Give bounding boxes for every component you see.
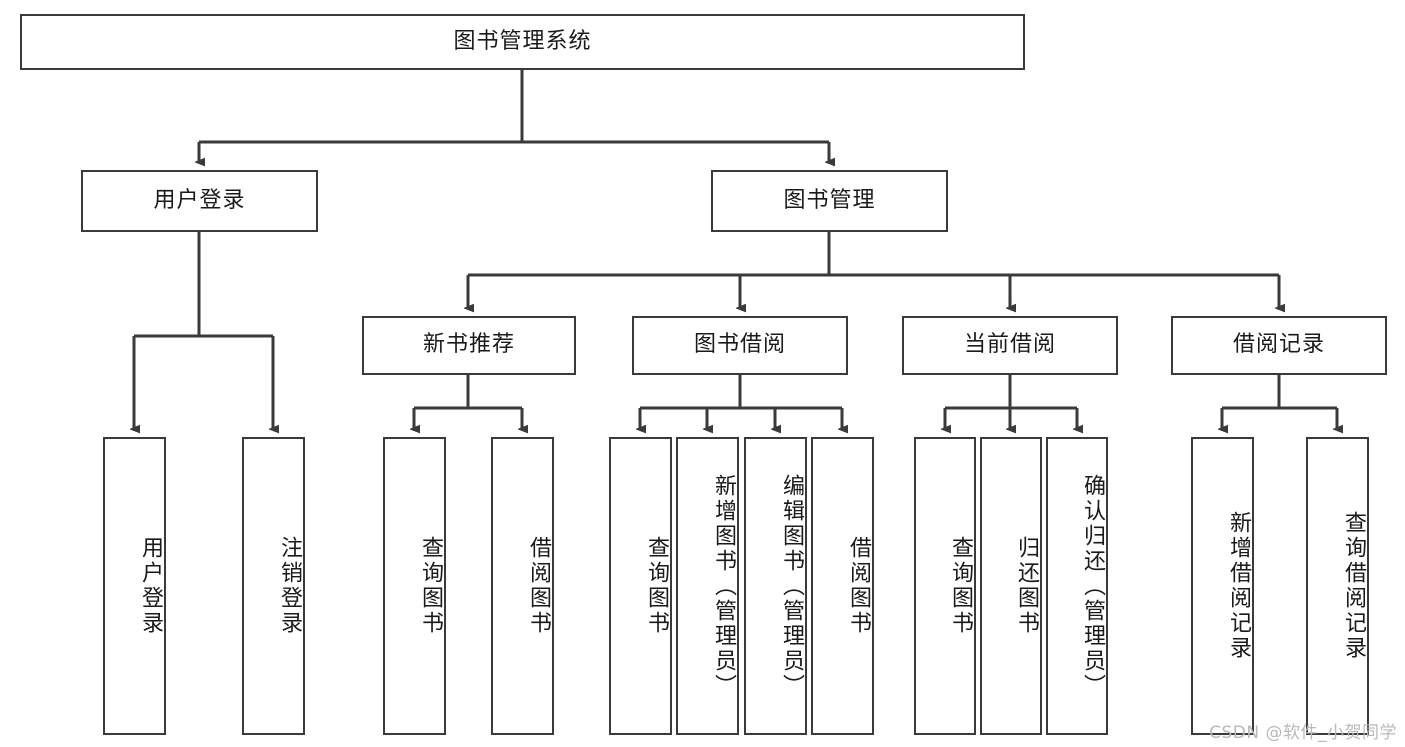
leaf-borrow-record-add[interactable]: 新增借阅记录 [1191,437,1254,735]
node-book-borrow[interactable]: 图书借阅 [632,316,848,375]
node-book-management-label: 图书管理 [783,187,876,213]
leaf-new-book-borrow[interactable]: 借阅图书 [491,437,554,735]
leaf-user-login-signin[interactable]: 用户登录 [103,437,166,735]
node-borrow-record[interactable]: 借阅记录 [1171,316,1387,375]
leaf-book-borrow-borrow[interactable]: 借阅图书 [811,437,874,735]
leaf-book-borrow-edit[interactable]: 编辑图书（管理员） [744,437,807,735]
leaf-label: 编辑图书（管理员） [779,473,804,699]
node-user-login[interactable]: 用户登录 [81,170,318,232]
leaf-label: 借阅图书 [846,536,871,636]
leaf-label: 确认归还（管理员） [1080,473,1105,699]
node-new-book-recommend[interactable]: 新书推荐 [362,316,576,375]
leaf-label: 用户登录 [138,536,163,636]
leaf-label: 归还图书 [1014,536,1039,636]
leaf-label: 借阅图书 [526,536,551,636]
leaf-label: 查询借阅记录 [1341,511,1366,661]
leaf-label: 查询图书 [418,536,443,636]
leaf-new-book-query[interactable]: 查询图书 [383,437,446,735]
leaf-label: 查询图书 [948,536,973,636]
leaf-label: 查询图书 [644,536,669,636]
node-new-book-recommend-label: 新书推荐 [422,332,515,358]
node-current-borrow[interactable]: 当前借阅 [902,316,1118,375]
leaf-label: 新增图书（管理员） [711,473,736,699]
node-user-login-label: 用户登录 [153,187,246,213]
node-current-borrow-label: 当前借阅 [963,332,1056,358]
node-root-label: 图书管理系统 [453,28,592,54]
leaf-borrow-record-query[interactable]: 查询借阅记录 [1306,437,1369,735]
leaf-current-borrow-return[interactable]: 归还图书 [980,437,1042,735]
node-book-management[interactable]: 图书管理 [711,170,948,232]
leaf-book-borrow-add[interactable]: 新增图书（管理员） [676,437,739,735]
node-book-borrow-label: 图书借阅 [693,332,786,358]
leaf-label: 注销登录 [277,536,302,636]
leaf-current-borrow-confirm[interactable]: 确认归还（管理员） [1046,437,1108,735]
node-borrow-record-label: 借阅记录 [1232,332,1325,358]
leaf-label: 新增借阅记录 [1226,511,1251,661]
leaf-current-borrow-query[interactable]: 查询图书 [914,437,976,735]
leaf-user-login-signout[interactable]: 注销登录 [242,437,305,735]
node-root[interactable]: 图书管理系统 [20,14,1025,70]
leaf-book-borrow-query[interactable]: 查询图书 [609,437,672,735]
